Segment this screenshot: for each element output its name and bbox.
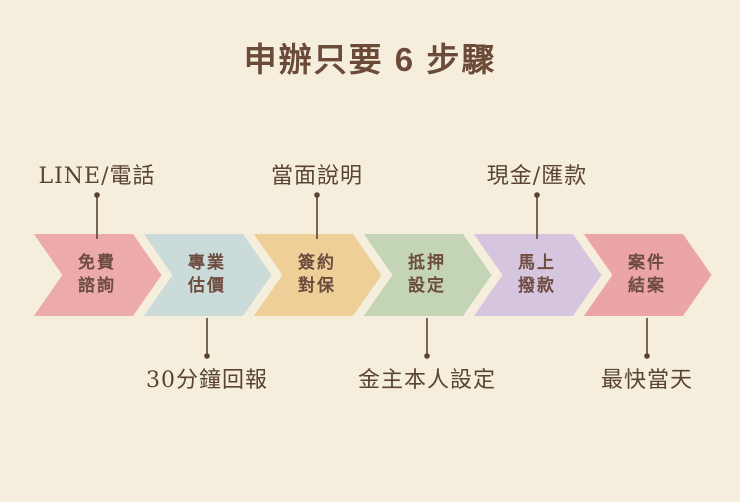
- anno-bottom-1-dot: [204, 353, 210, 359]
- chevron-step-2: [138, 230, 276, 320]
- chevron-step-1: [28, 230, 166, 320]
- anno-bottom-2-dot: [424, 353, 430, 359]
- anno-bottom-3-dot: [644, 353, 650, 359]
- page-title: 申辦只要 6 步驟: [243, 41, 497, 78]
- chevron-step-6: [578, 230, 716, 320]
- chevron-step-4: [358, 230, 496, 320]
- chevron-step-3: [248, 230, 386, 320]
- anno-top-1-dot: [94, 192, 100, 198]
- chevron-step-5: [468, 230, 606, 320]
- anno-top-2-dot: [314, 192, 320, 198]
- anno-top-3-dot: [534, 192, 540, 198]
